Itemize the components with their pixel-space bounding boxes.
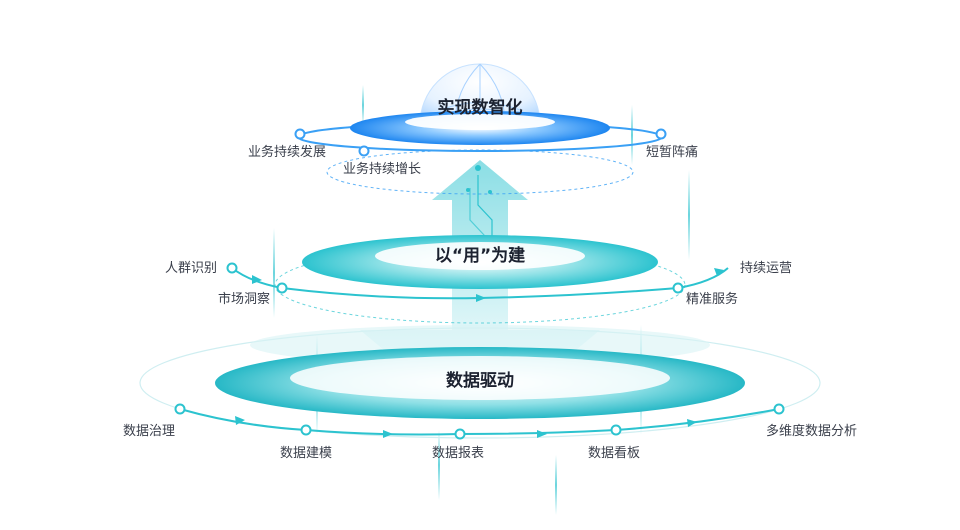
middle-node-label: 精准服务: [686, 292, 739, 307]
bottom-node-label: 数据建模: [280, 446, 333, 461]
bottom-node-label: 数据看板: [588, 446, 641, 461]
top-layer-title: 实现数智化: [437, 98, 523, 118]
bottom-node-label: 数据报表: [432, 446, 485, 461]
middle-layer-graphics: [226, 235, 729, 324]
top-node-label: 短暂阵痛: [646, 145, 699, 160]
middle-node-label: 市场洞察: [218, 292, 271, 307]
bottom-layer-graphics: [139, 325, 821, 440]
top-node-label: 业务持续增长: [343, 162, 422, 177]
top-node-label: 业务持续发展: [248, 145, 327, 160]
middle-node-label: 持续运营: [740, 261, 793, 276]
bottom-node-label: 数据治理: [123, 424, 176, 439]
middle-node-label: 人群识别: [165, 261, 218, 276]
bottom-layer-title: 数据驱动: [446, 371, 514, 391]
top-layer-graphics: [294, 63, 667, 195]
middle-layer-title: 以“用”为建: [434, 246, 526, 266]
bottom-node-label: 多维度数据分析: [766, 424, 858, 439]
